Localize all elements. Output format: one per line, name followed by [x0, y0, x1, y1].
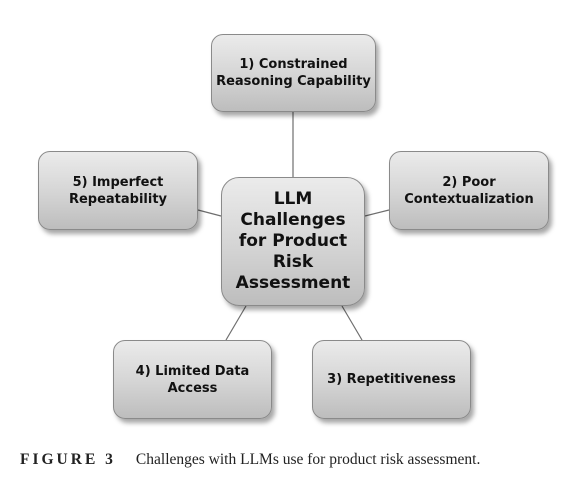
connector-lines: [197, 112, 390, 341]
connector-3: [341, 305, 363, 341]
figure-label: FIGURE 3: [20, 451, 116, 468]
challenge-node-1: 1) Constrained Reasoning Capability: [211, 34, 376, 112]
connector-5: [197, 209, 222, 217]
challenge-node-4: 4) Limited Data Access: [113, 340, 272, 419]
challenge-node-5: 5) Imperfect Repeatability: [38, 151, 198, 230]
caption-text: Challenges with LLMs use for product ris…: [135, 451, 481, 468]
connector-2: [364, 209, 390, 217]
challenge-node-2: 2) Poor Contextualization: [389, 151, 549, 230]
challenge-node-3: 3) Repetitiveness: [312, 340, 471, 419]
figure-caption: FIGURE 3 Challenges with LLMs use for pro…: [20, 451, 480, 469]
challenges-diagram: 1) Constrained Reasoning Capability 2) P…: [38, 34, 549, 419]
connector-4: [225, 305, 247, 341]
central-topic-node: LLM Challenges for Product Risk Assessme…: [221, 177, 365, 306]
